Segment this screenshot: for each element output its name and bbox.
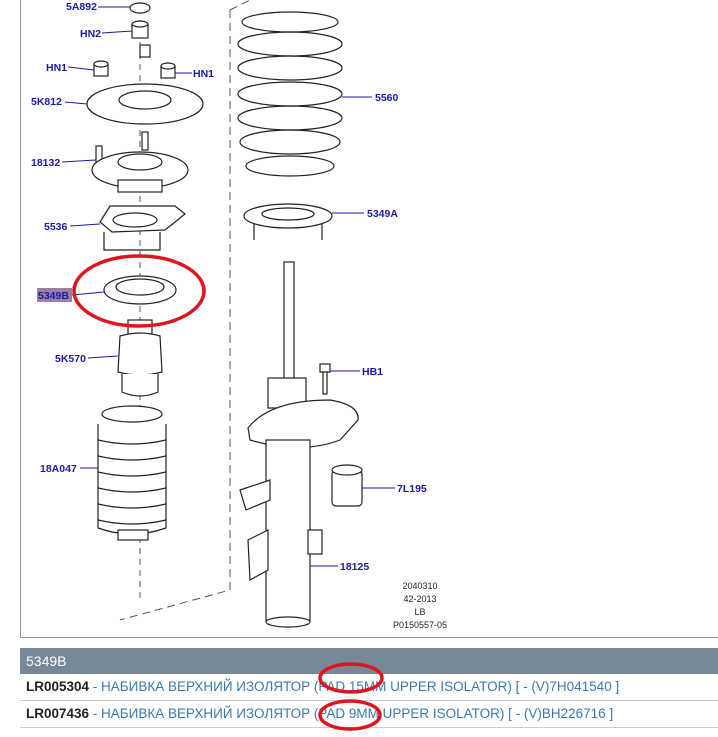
- diagram-date: 42-2013: [403, 594, 436, 604]
- parts-list: 5349B LR005304 - НАБИВКА ВЕРХНИЙ ИЗОЛЯТО…: [20, 648, 718, 728]
- label-5K812[interactable]: 5K812: [31, 96, 62, 108]
- plate-5K812: [86, 83, 204, 125]
- part-row[interactable]: LR007436 - НАБИВКА ВЕРХНИЙ ИЗОЛЯТОР (PAD…: [20, 701, 718, 728]
- label-HN1-left[interactable]: HN1: [46, 62, 67, 74]
- boot-18A047: [97, 405, 167, 541]
- label-5A892[interactable]: 5A892: [66, 1, 97, 13]
- separator: -: [89, 706, 102, 721]
- spring-5560: [237, 11, 343, 177]
- label-5349B[interactable]: 5349B: [38, 290, 69, 302]
- diagram-code: 2040310: [402, 581, 437, 591]
- part-number: LR005304: [26, 679, 90, 694]
- part-description-link[interactable]: НАБИВКА ВЕРХНИЙ ИЗОЛЯТОР (PAD 9MM UPPER …: [101, 706, 614, 721]
- label-18132[interactable]: 18132: [31, 157, 60, 169]
- parts-diagram: 5A892 HN2 HN1 HN1 5K812 18132 5536 5349B…: [20, 0, 718, 638]
- label-HB1[interactable]: HB1: [362, 366, 383, 378]
- part-row[interactable]: LR005304 - НАБИВКА ВЕРХНИЙ ИЗОЛЯТОР (PAD…: [20, 674, 718, 701]
- diagram-side: LB: [414, 607, 425, 617]
- label-18A047[interactable]: 18A047: [40, 463, 77, 475]
- nut-HN1: [93, 44, 176, 79]
- label-HN1-right[interactable]: HN1: [193, 68, 214, 80]
- diagram-ref: P0150557-05: [393, 620, 447, 630]
- strut-18125: [239, 261, 359, 628]
- separator: -: [89, 679, 102, 694]
- cap-5A892: [129, 2, 151, 14]
- bumpstop-5K570: [117, 319, 163, 397]
- seat-5536: [99, 205, 186, 251]
- isolator-5349B: [103, 275, 177, 305]
- label-7L195[interactable]: 7L195: [397, 483, 427, 495]
- mount-18132: [91, 131, 189, 193]
- label-5349A[interactable]: 5349A: [367, 208, 398, 220]
- label-HN2[interactable]: HN2: [80, 28, 101, 40]
- label-5536[interactable]: 5536: [44, 221, 68, 233]
- isolator-5349A: [243, 203, 333, 240]
- part-number: LR007436: [26, 706, 90, 721]
- dashed-divider: [119, 10, 231, 621]
- part-description-link[interactable]: НАБИВКА ВЕРХНИЙ ИЗОЛЯТОР (PAD 15MM UPPER…: [101, 679, 620, 694]
- label-5349B-highlight: [37, 288, 72, 302]
- bushing-7L195: [331, 464, 363, 507]
- parts-list-header: 5349B: [20, 648, 718, 674]
- label-5560[interactable]: 5560: [375, 92, 399, 104]
- leader-lines: [61, 6, 395, 567]
- label-18125[interactable]: 18125: [340, 561, 369, 573]
- red-highlight-circle: [72, 254, 206, 328]
- label-5K570[interactable]: 5K570: [55, 353, 86, 365]
- nut-HN2: [131, 20, 149, 39]
- bolt-HB1: [319, 363, 331, 395]
